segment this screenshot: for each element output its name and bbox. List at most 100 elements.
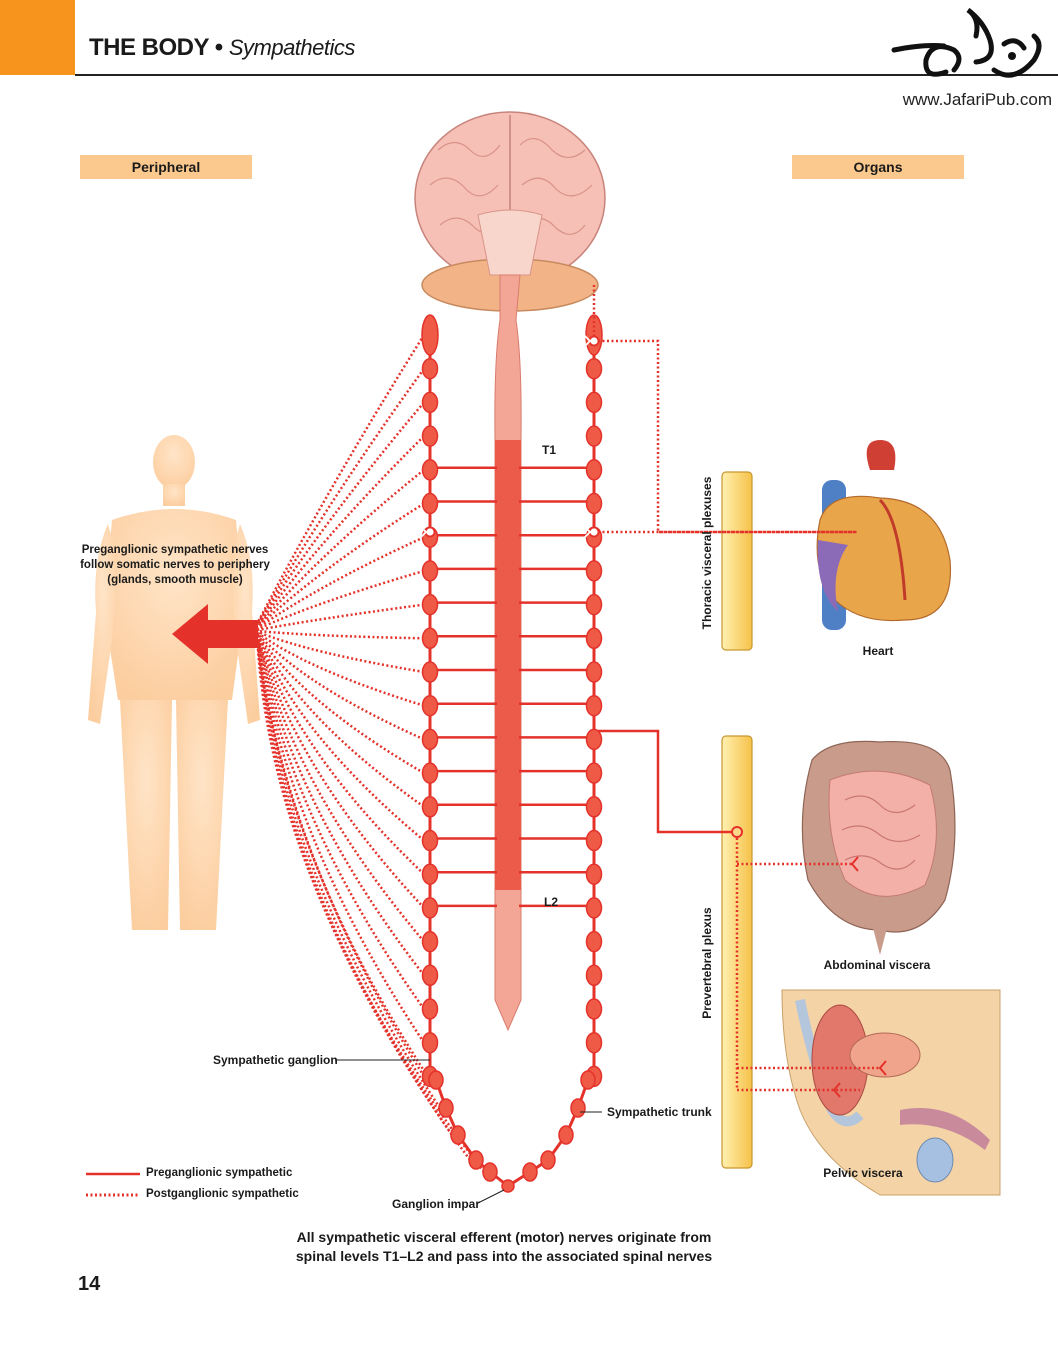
impar-leader-line [477,1189,505,1204]
chain-ganglion [585,1031,603,1054]
thoracic-plexus-label: Thoracic visceral plexuses [700,476,714,630]
thoracic-plexus-bar [721,471,753,651]
abdominal-viscera-illustration [801,740,956,955]
organ-nerve-paths [419,285,887,1098]
abdominal-label: Abdominal viscera [823,958,931,972]
level-l2-label: L2 [544,895,559,909]
heart-dotted-path [592,285,855,534]
chain-ganglion [585,459,603,481]
sympathetic-trunk-label: Sympathetic trunk [607,1105,712,1119]
chain-ganglion [421,930,439,953]
periphery-dotted-line [256,367,426,624]
prevertebral-plexus-label: Prevertebral plexus [700,907,714,1019]
subsection-title: Sympathetics [228,35,356,60]
pelvic-label: Pelvic viscera [823,1166,903,1180]
chain-ganglion [585,593,603,616]
chain-ganglion [585,998,603,1020]
chain-ganglion [585,897,603,919]
periphery-dotted-line [256,648,485,1173]
spinal-cord [494,274,522,1032]
chain-ganglion [421,560,439,582]
postganglionic-peripheral-lines [256,334,485,1173]
chain-ganglion [585,661,603,683]
chain-ganglion [421,694,439,717]
periphery-dotted-line [257,468,425,627]
chain-ganglion [585,560,603,582]
periphery-dotted-line [257,502,425,628]
chain-ganglion [585,728,603,751]
chain-ganglion [421,863,439,885]
chain-ganglion [585,863,603,885]
chain-ganglion [421,627,439,650]
ganglion-impar-node [501,1179,515,1193]
site-url: www.JafariPub.com [902,90,1052,109]
chain-ganglion [585,829,603,852]
chain-ganglion [421,593,439,616]
chain-ganglion [585,796,603,818]
t1-l2-segment [495,440,521,890]
chain-ganglion [421,998,439,1020]
header-separator: • [214,34,223,61]
section-color-block [0,0,75,75]
legend-post-label: Postganglionic sympathetic [146,1188,299,1200]
terminal-chevron [832,1082,841,1098]
chain-ganglion [421,728,439,751]
terminal-chevron [878,1060,887,1076]
sacral-ganglion [438,1098,454,1118]
chain-ganglion [421,762,439,784]
header-rule [75,74,1058,76]
level-t1-label: T1 [542,443,557,457]
chain-ganglion [421,1031,439,1054]
prevertebral-dotted-paths [735,838,880,1092]
heart-label: Heart [862,644,894,658]
periphery-dotted-line [256,634,425,775]
prevertebral-ganglion [731,826,743,838]
chain-ganglion [421,492,439,515]
thoracic-synapse-left-chevron [419,525,428,539]
thoracic-synapse-right-chevron [583,525,592,539]
prevertebral-solid-path [598,729,732,834]
chain-ganglion [585,762,603,784]
sacral-ganglion [540,1150,556,1170]
chain-ganglion [585,694,603,717]
periphery-dotted-line [256,638,425,909]
periphery-dotted-line [257,633,425,741]
chain-ganglion [585,492,603,515]
periphery-dotted-line [256,637,425,876]
chain-ganglion [421,964,439,987]
chain-ganglion [421,425,439,447]
chain-ganglion [585,964,603,987]
superior-cervical-ganglion-left [421,314,439,356]
page-number: 14 [78,1273,101,1295]
periphery-dotted-line [257,536,425,630]
sacral-ganglion [450,1125,466,1145]
chain-ganglion [585,391,603,414]
sacral-ganglion [580,1070,596,1090]
periphery-dotted-line [257,630,425,674]
publisher-logo-icon [891,7,1042,78]
peripheral-column-label: Peripheral [80,155,252,179]
preganglionic-note: Preganglionic sympathetic nerves follow … [80,544,270,586]
periphery-arrow [172,604,258,664]
periphery-dotted-line [256,401,425,625]
pelvic-viscera-illustration [781,989,1001,1196]
terminal-chevron [850,856,859,872]
sacral-ganglion [558,1125,574,1145]
chain-ganglion [421,459,439,481]
human-body-figure [88,435,260,930]
chain-ganglion [585,627,603,650]
chain-ganglion [421,829,439,852]
periphery-dotted-line [256,641,426,1010]
sacral-ganglion [482,1162,498,1182]
sacral-ganglion [570,1098,586,1118]
page-header: THE BODY • Sympathetics [89,34,355,62]
sacral-ganglion [522,1162,538,1182]
sacral-ganglion [468,1150,484,1170]
sympathetic-chains [421,314,603,1193]
periphery-dotted-line [256,645,442,1109]
periphery-dotted-line [257,631,425,707]
chain-ganglion [421,357,439,380]
organs-column-label: Organs [792,155,964,179]
periphery-dotted-line [256,636,425,842]
